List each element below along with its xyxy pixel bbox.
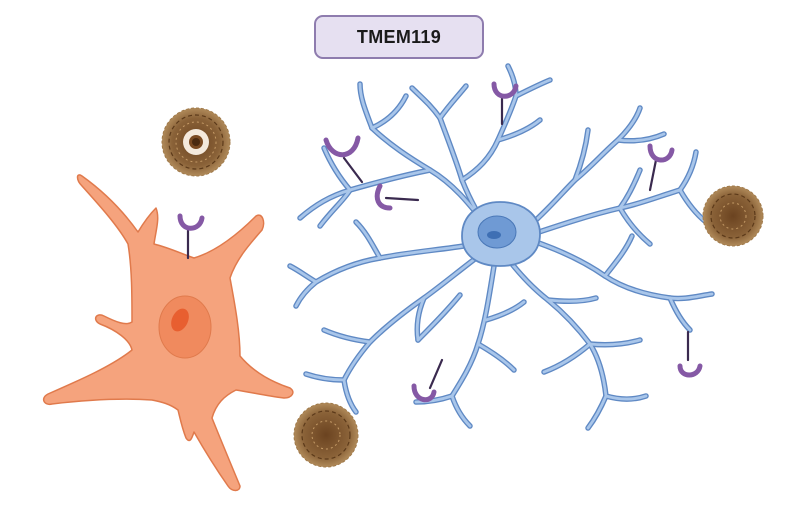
non-microglial-cell-nucleolus	[171, 308, 189, 332]
receptor-icon	[491, 81, 519, 126]
microglia-cell	[287, 63, 715, 431]
amyloid-plaque-icon	[702, 185, 764, 247]
amyloid-plaque-icon	[293, 402, 359, 468]
receptor-icon	[323, 135, 364, 184]
non-microglial-cell-nucleus-outer	[158, 295, 212, 359]
receptor-icon	[177, 213, 205, 260]
microglia-nucleolus	[487, 231, 501, 239]
receptor-icon	[411, 358, 444, 403]
receptor-icon	[374, 183, 420, 211]
receptors	[177, 81, 703, 403]
non-microglial-cell	[42, 174, 294, 492]
receptor-icon	[647, 143, 675, 192]
diagram-title: TMEM119	[356, 26, 442, 47]
title-box: TMEM119	[314, 15, 484, 59]
receptor-icon	[677, 330, 703, 378]
amyloid-plaque-icon	[161, 107, 231, 177]
